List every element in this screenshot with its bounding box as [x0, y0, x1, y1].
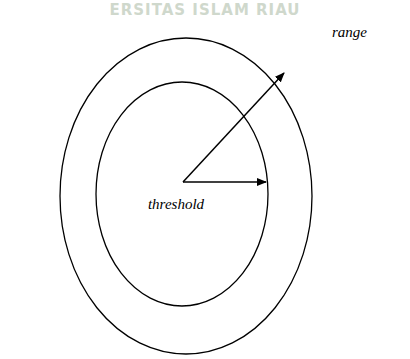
threshold-circle [96, 82, 268, 306]
range-label: range [332, 24, 367, 41]
range-circle [60, 38, 312, 354]
watermark-text: ERSITAS ISLAM RIAU [109, 2, 300, 19]
threshold-arrow [183, 181, 266, 183]
threshold-label: threshold [148, 196, 204, 213]
range-arrow [183, 73, 284, 182]
